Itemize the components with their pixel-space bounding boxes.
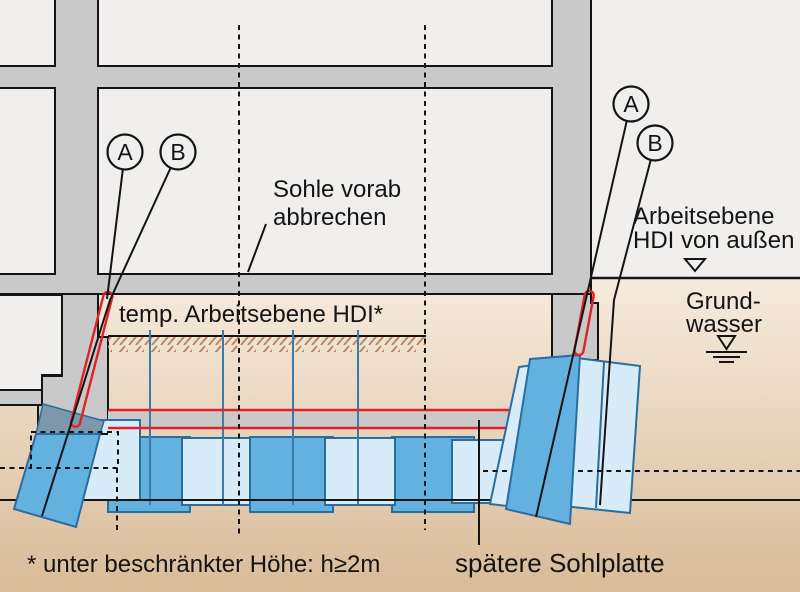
label-footnote: * unter beschränkter Höhe: h≥2m <box>27 551 380 578</box>
right-inclined-columns <box>483 353 800 526</box>
markers: A B A B <box>106 85 674 171</box>
axis-lines <box>0 25 426 535</box>
foundations <box>0 293 599 435</box>
neighbour-floor-slab <box>0 389 43 406</box>
neighbour-basement-room <box>0 294 63 391</box>
marker-a-right-circle <box>612 85 650 123</box>
marker-a-left-circle <box>106 133 144 171</box>
marker-a-left-label: A <box>117 139 133 165</box>
inclined-column-divider <box>595 361 605 509</box>
excavation-level <box>108 335 426 352</box>
future-slab-band <box>108 410 527 428</box>
new-slab-outline-red <box>108 408 527 430</box>
building-structure <box>0 0 592 295</box>
marker-a-right-label: A <box>623 91 639 117</box>
label-groundwater-line1: Grund- <box>686 288 761 315</box>
excavation-hatch <box>108 337 426 352</box>
label-outside-level-line2: HDI von außen <box>633 227 794 254</box>
label-sohle-line1: Sohle vorab <box>273 176 401 203</box>
marker-b-left-label: B <box>170 139 185 165</box>
left-inclined-column <box>12 403 108 529</box>
label-sohle-line2: abbrechen <box>273 204 386 231</box>
annotations: Sohle vorab abbrechen temp. Arbeitsebene… <box>27 176 794 578</box>
room-upper-main <box>97 0 553 67</box>
marker-b-right-label: B <box>647 130 662 156</box>
leader-b-right <box>599 158 652 506</box>
inclined-column-medium <box>12 433 102 529</box>
room-basement-hall <box>97 87 553 275</box>
ground-level-marker-icon <box>682 258 708 273</box>
grout-column-light <box>324 437 396 506</box>
label-groundwater-line2: wasser <box>685 311 762 338</box>
marker-b-left-circle <box>159 133 197 171</box>
leader-sohle <box>247 223 267 273</box>
room-lower-left <box>0 87 56 275</box>
borehole-casing-left <box>69 290 114 428</box>
inclined-column-medium <box>504 353 582 526</box>
drill-axes <box>149 330 359 505</box>
marker-b-right-circle <box>636 124 674 162</box>
leader-a-left <box>106 167 124 300</box>
leader-b-left <box>41 166 172 517</box>
leader-lines <box>41 119 652 545</box>
leader-a-right <box>535 119 628 518</box>
groundwater-level-icon <box>706 335 747 363</box>
label-outside-level-line1: Arbeitsebene <box>633 203 774 230</box>
label-temp-level: temp. Arbeitsebene HDI* <box>119 301 383 328</box>
room-upper-left <box>0 0 56 67</box>
dashed-reference-box <box>30 431 119 469</box>
label-base-slab: spätere Sohlplatte <box>455 548 665 578</box>
ground-and-water <box>591 258 800 363</box>
